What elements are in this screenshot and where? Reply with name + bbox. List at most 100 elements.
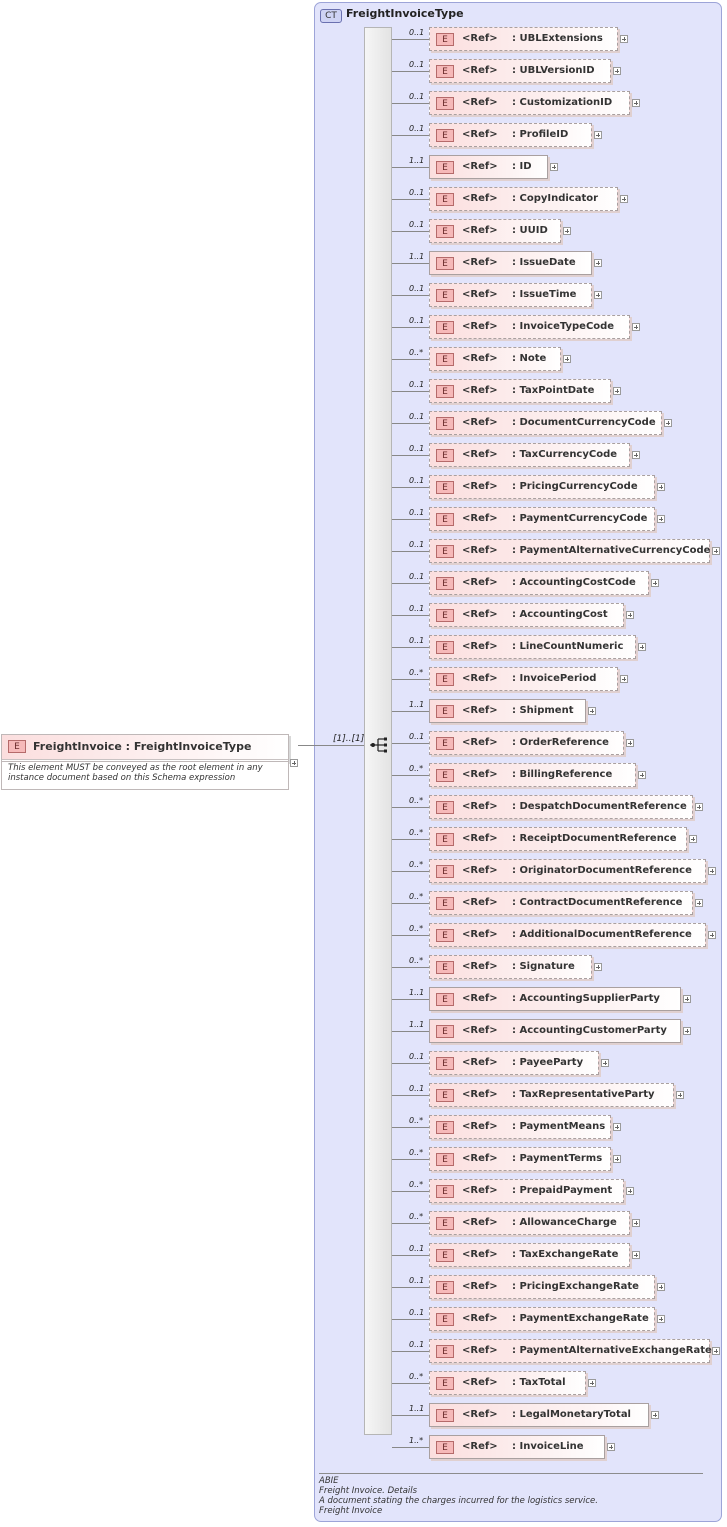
element-ref-box[interactable]: E<Ref>: InvoiceLine — [429, 1435, 605, 1459]
element-ref-box[interactable]: E<Ref>: PaymentMeans — [429, 1115, 611, 1139]
element-ref-box[interactable]: E<Ref>: ID — [429, 155, 548, 179]
element-expand-icon[interactable] — [626, 1187, 634, 1195]
root-expand-icon[interactable] — [290, 759, 298, 767]
element-ref-box[interactable]: E<Ref>: IssueTime — [429, 283, 592, 307]
element-ref-box[interactable]: E<Ref>: PaymentCurrencyCode — [429, 507, 655, 531]
element-ref-box[interactable]: E<Ref>: DocumentCurrencyCode — [429, 411, 662, 435]
element-expand-icon[interactable] — [708, 931, 716, 939]
element-expand-icon[interactable] — [651, 1411, 659, 1419]
element-connector-line — [392, 999, 429, 1000]
element-ref-box[interactable]: E<Ref>: LineCountNumeric — [429, 635, 636, 659]
element-ref-box[interactable]: E<Ref>: DespatchDocumentReference — [429, 795, 693, 819]
element-ref-box[interactable]: E<Ref>: TaxTotal — [429, 1371, 586, 1395]
element-ref-box[interactable]: E<Ref>: CopyIndicator — [429, 187, 618, 211]
element-ref-box[interactable]: E<Ref>: BillingReference — [429, 763, 636, 787]
element-expand-icon[interactable] — [683, 1027, 691, 1035]
element-expand-icon[interactable] — [613, 1155, 621, 1163]
element-ref-box[interactable]: E<Ref>: UBLVersionID — [429, 59, 611, 83]
element-ref-box[interactable]: E<Ref>: ContractDocumentReference — [429, 891, 693, 915]
element-expand-icon[interactable] — [594, 259, 602, 267]
element-ref-box[interactable]: E<Ref>: InvoicePeriod — [429, 667, 618, 691]
element-expand-icon[interactable] — [626, 611, 634, 619]
element-expand-icon[interactable] — [550, 163, 558, 171]
element-expand-icon[interactable] — [594, 963, 602, 971]
element-multiplicity: 0..1 — [409, 1340, 425, 1349]
element-ref-box[interactable]: E<Ref>: TaxCurrencyCode — [429, 443, 630, 467]
root-element-box[interactable]: E FreightInvoice : FreightInvoiceType — [1, 734, 289, 762]
element-expand-icon[interactable] — [657, 483, 665, 491]
element-expand-icon[interactable] — [613, 67, 621, 75]
element-ref-box[interactable]: E<Ref>: TaxExchangeRate — [429, 1243, 630, 1267]
element-expand-icon[interactable] — [607, 1443, 615, 1451]
element-ref-box[interactable]: E<Ref>: Shipment — [429, 699, 586, 723]
element-ref-box[interactable]: E<Ref>: LegalMonetaryTotal — [429, 1403, 649, 1427]
element-ref-box[interactable]: E<Ref>: AccountingCostCode — [429, 571, 649, 595]
element-expand-icon[interactable] — [626, 739, 634, 747]
element-ref-box[interactable]: E<Ref>: TaxPointDate — [429, 379, 611, 403]
element-ref-box[interactable]: E<Ref>: PrepaidPayment — [429, 1179, 624, 1203]
element-ref-box[interactable]: E<Ref>: PayeeParty — [429, 1051, 599, 1075]
element-ref-box[interactable]: E<Ref>: AllowanceCharge — [429, 1211, 630, 1235]
element-ref-box[interactable]: E<Ref>: PricingCurrencyCode — [429, 475, 655, 499]
element-ref-box[interactable]: E<Ref>: PaymentExchangeRate — [429, 1307, 655, 1331]
element-expand-icon[interactable] — [689, 835, 697, 843]
element-expand-icon[interactable] — [712, 1347, 720, 1355]
element-expand-icon[interactable] — [613, 387, 621, 395]
element-ref-box[interactable]: E<Ref>: PaymentAlternativeExchangeRate — [429, 1339, 712, 1363]
element-badge: E — [436, 1089, 454, 1102]
element-connector-line — [392, 903, 429, 904]
element-expand-icon[interactable] — [651, 579, 659, 587]
element-expand-icon[interactable] — [594, 131, 602, 139]
element-ref-box[interactable]: E<Ref>: PaymentTerms — [429, 1147, 611, 1171]
element-expand-icon[interactable] — [638, 771, 646, 779]
element-ref-box[interactable]: E<Ref>: AdditionalDocumentReference — [429, 923, 706, 947]
element-expand-icon[interactable] — [601, 1059, 609, 1067]
element-expand-icon[interactable] — [695, 803, 703, 811]
element-expand-icon[interactable] — [632, 451, 640, 459]
element-expand-icon[interactable] — [657, 1283, 665, 1291]
element-expand-icon[interactable] — [588, 707, 596, 715]
element-expand-icon[interactable] — [620, 35, 628, 43]
element-ref-box[interactable]: E<Ref>: ReceiptDocumentReference — [429, 827, 687, 851]
element-ref-box[interactable]: E<Ref>: PaymentAlternativeCurrencyCode — [429, 539, 710, 563]
element-ref-box[interactable]: E<Ref>: Signature — [429, 955, 592, 979]
element-ref-box[interactable]: E<Ref>: OrderReference — [429, 731, 624, 755]
element-ref-box[interactable]: E<Ref>: CustomizationID — [429, 91, 630, 115]
element-expand-icon[interactable] — [563, 227, 571, 235]
element-ref-box[interactable]: E<Ref>: OriginatorDocumentReference — [429, 859, 706, 883]
element-ref-box[interactable]: E<Ref>: UBLExtensions — [429, 27, 618, 51]
element-ref-box[interactable]: E<Ref>: InvoiceTypeCode — [429, 315, 630, 339]
element-expand-icon[interactable] — [638, 643, 646, 651]
element-expand-icon[interactable] — [620, 675, 628, 683]
element-ref-box[interactable]: E<Ref>: AccountingSupplierParty — [429, 987, 681, 1011]
element-expand-icon[interactable] — [657, 1315, 665, 1323]
element-expand-icon[interactable] — [712, 547, 720, 555]
element-expand-icon[interactable] — [620, 195, 628, 203]
element-ref-box[interactable]: E<Ref>: PricingExchangeRate — [429, 1275, 655, 1299]
element-name: : PaymentTerms — [512, 1153, 603, 1164]
element-multiplicity: 0..* — [409, 1180, 424, 1189]
element-ref-label: <Ref> — [462, 1089, 498, 1100]
element-expand-icon[interactable] — [632, 99, 640, 107]
element-ref-box[interactable]: E<Ref>: AccountingCost — [429, 603, 624, 627]
element-ref-box[interactable]: E<Ref>: TaxRepresentativeParty — [429, 1083, 674, 1107]
element-expand-icon[interactable] — [683, 995, 691, 1003]
element-expand-icon[interactable] — [657, 515, 665, 523]
element-ref-box[interactable]: E<Ref>: AccountingCustomerParty — [429, 1019, 681, 1043]
element-expand-icon[interactable] — [632, 1219, 640, 1227]
element-expand-icon[interactable] — [676, 1091, 684, 1099]
element-ref-box[interactable]: E<Ref>: IssueDate — [429, 251, 592, 275]
element-expand-icon[interactable] — [632, 1251, 640, 1259]
element-expand-icon[interactable] — [632, 323, 640, 331]
element-expand-icon[interactable] — [594, 291, 602, 299]
element-badge: E — [436, 449, 454, 462]
element-expand-icon[interactable] — [613, 1123, 621, 1131]
element-expand-icon[interactable] — [588, 1379, 596, 1387]
element-expand-icon[interactable] — [664, 419, 672, 427]
element-expand-icon[interactable] — [708, 867, 716, 875]
element-ref-box[interactable]: E<Ref>: ProfileID — [429, 123, 592, 147]
element-expand-icon[interactable] — [695, 899, 703, 907]
element-ref-box[interactable]: E<Ref>: Note — [429, 347, 561, 371]
element-ref-box[interactable]: E<Ref>: UUID — [429, 219, 561, 243]
element-expand-icon[interactable] — [563, 355, 571, 363]
